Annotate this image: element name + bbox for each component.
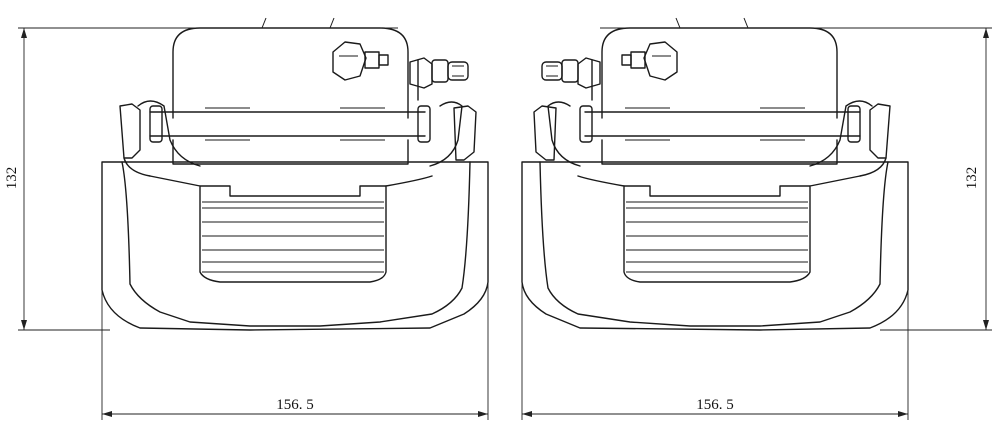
- right-width-dimension: 156. 5: [521, 282, 909, 420]
- right-view: 132 156. 5: [521, 17, 992, 420]
- left-view: 132 156. 5: [4, 17, 489, 420]
- left-width-dimension: 156. 5: [101, 282, 489, 420]
- right-height-dimension: 132: [600, 27, 992, 331]
- left-height-label: 132: [4, 167, 20, 190]
- right-height-label: 132: [964, 167, 980, 190]
- left-width-label: 156. 5: [276, 397, 314, 413]
- right-width-label: 156. 5: [696, 397, 734, 413]
- left-caliper-outline: [101, 17, 489, 331]
- left-height-dimension: 132: [4, 27, 398, 331]
- right-caliper-outline: [521, 17, 909, 331]
